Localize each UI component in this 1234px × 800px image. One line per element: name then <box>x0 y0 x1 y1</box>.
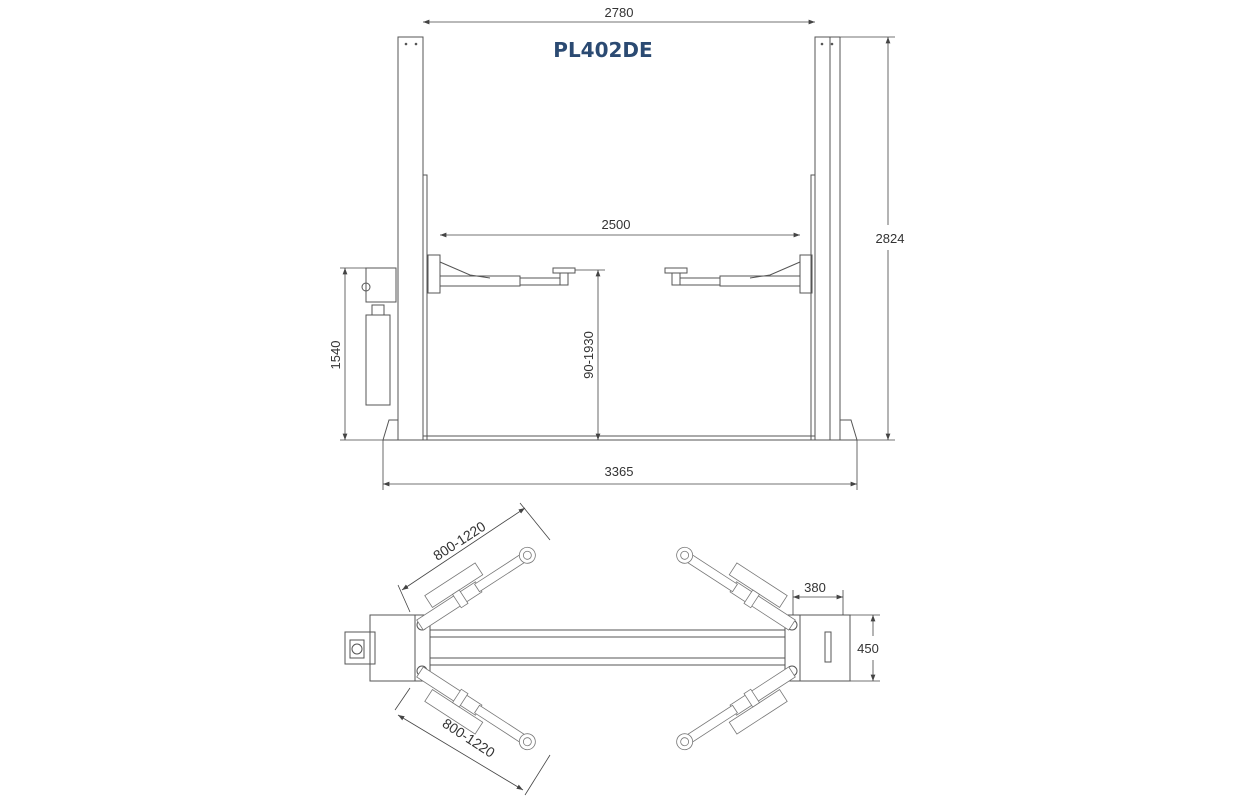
left-lift-arm <box>427 254 576 294</box>
power-unit-top <box>344 631 376 665</box>
right-lift-arm <box>664 254 813 294</box>
dim-450: 450 <box>857 641 879 656</box>
model-title: PL402DE <box>553 38 652 62</box>
arm-right-lower <box>673 664 805 765</box>
dim-2824: 2824 <box>876 231 905 246</box>
arm-right-upper <box>673 532 805 633</box>
dim-3365: 3365 <box>605 464 634 479</box>
right-base-top <box>784 614 851 682</box>
dim-1540: 1540 <box>328 341 343 370</box>
top-view: 800-1220 800-1220 380 450 <box>344 502 880 796</box>
arm-left-upper <box>407 532 539 633</box>
dim-2780: 2780 <box>605 5 634 20</box>
dim-380: 380 <box>804 580 826 595</box>
dim-2500: 2500 <box>602 217 631 232</box>
dim-90-1930: 90-1930 <box>581 331 596 379</box>
dim-arm-upper: 800-1220 <box>430 518 489 564</box>
right-column <box>810 36 858 441</box>
power-unit <box>361 267 397 406</box>
top-beam <box>429 629 786 666</box>
front-view: PL402DE <box>328 5 904 490</box>
